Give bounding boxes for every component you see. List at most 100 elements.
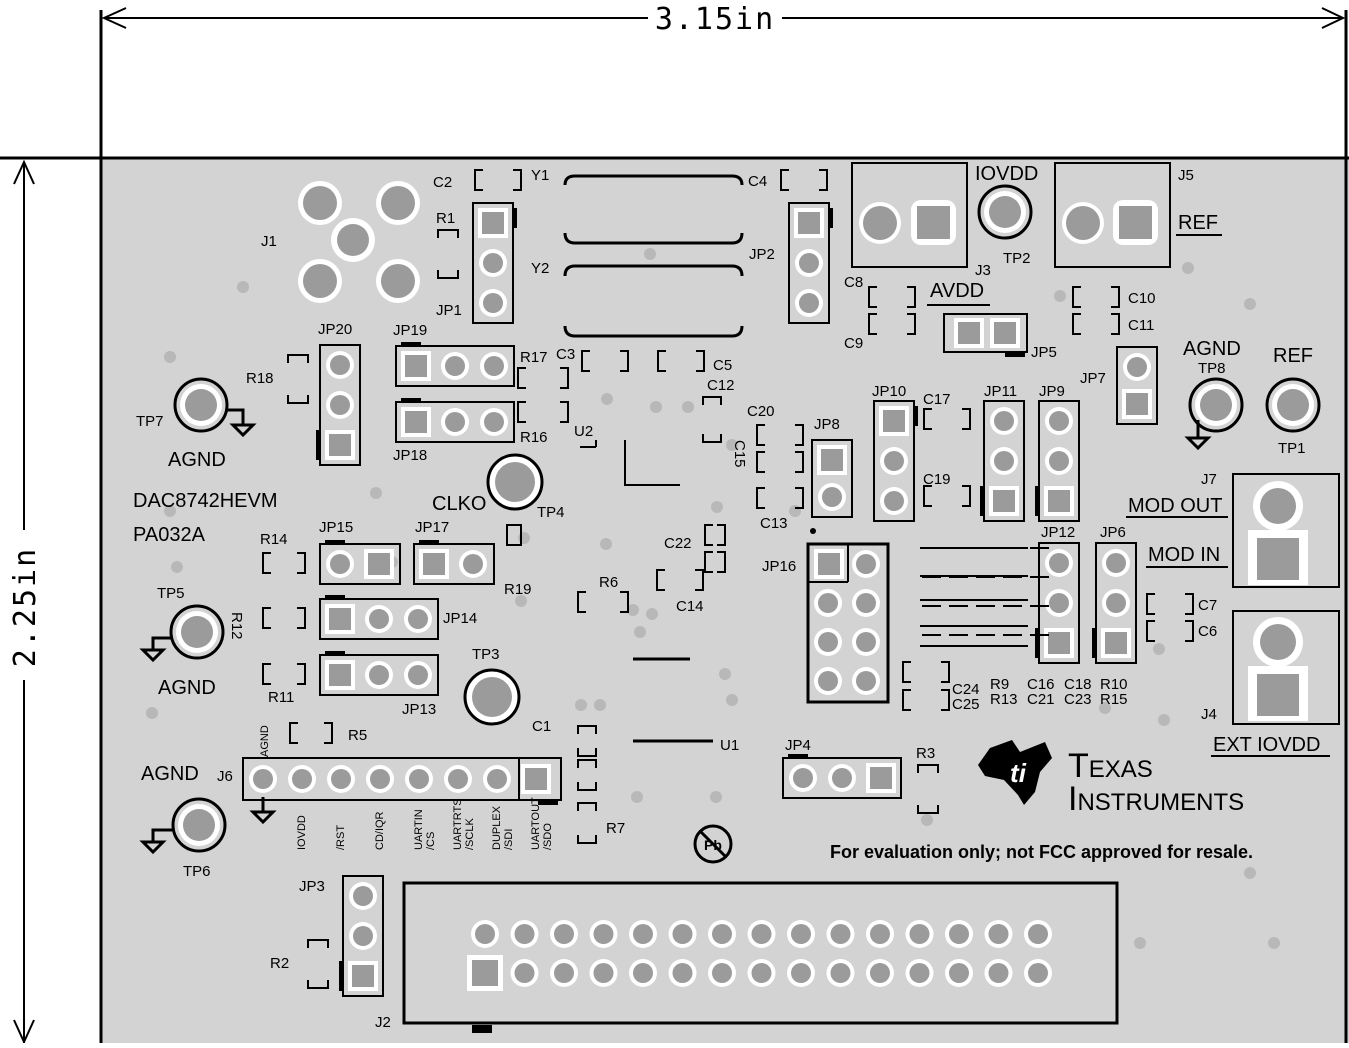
ref-j5-net-label: REF [1178,212,1218,234]
r11-label: R11 [268,689,294,706]
height-dimension-label: 2.25in [8,547,43,667]
pcb-board [101,158,1349,1043]
jp4-jumper: JP4 [782,737,902,799]
c7-ref: C7 [1198,597,1217,614]
jp13-label: JP13 [402,701,436,718]
tp4-label: TP4 [537,504,565,521]
jp10-jumper: JP10 [872,383,918,522]
svg-text:ti: ti [1010,758,1027,788]
r15-label: R15 [1100,691,1128,708]
logo-instruments: Instruments [1068,780,1244,818]
j7-label: J7 [1201,471,1217,488]
r14-label: R14 [260,531,288,548]
c16-label: C16 [1027,676,1055,693]
c4-ref: C4 [748,173,767,190]
j5-label: J5 [1178,167,1194,184]
j6-pin-label: AGND [259,725,271,757]
jp5-jumper [943,313,1028,357]
j6-pin-label: /SDI [503,829,515,850]
avdd-net-label: AVDD [930,280,984,302]
c17-ref: C17 [923,391,951,408]
c2-ref: C2 [433,174,452,191]
smd-footprints [262,169,1194,989]
c24-ref: C24 [952,681,980,698]
clko-net-label: CLKO [432,493,486,515]
jp2-jumper: JP2 [749,202,833,324]
c19-label: C19 [923,471,951,488]
j6-pin-label: UARTRTS [452,798,464,850]
jp6-jumper: JP6 [1092,524,1137,664]
c23-ref: C23 [1064,691,1092,708]
jp9-label: JP9 [1039,383,1065,400]
tp1-label: TP1 [1278,440,1306,457]
jp2-label: JP2 [749,246,775,263]
c2-label: C2 [433,174,452,191]
y2-label: Y2 [531,260,549,277]
jp7-jumper: JP7 [1080,346,1158,425]
r1-ref: R1 [436,210,455,227]
tp8-test-point [1188,377,1244,433]
c22-ref: C22 [664,535,692,552]
r3-label: R3 [916,745,935,762]
tp6-test-point [139,797,227,855]
agnd-tp7-net-label: AGND [168,449,226,471]
jp20-jumper: JP20 [316,321,361,466]
board-revision: PA032A [133,524,206,546]
crystal-y2 [563,264,744,338]
ground-symbol-tp8 [1184,420,1212,451]
r7-label: R7 [606,820,625,837]
jp12-label: JP12 [1041,524,1075,541]
j6-pin-label: /SCLK [464,818,476,850]
r16-label: R16 [520,429,548,446]
j6-pin-label: UARTOUT [530,797,542,850]
jp9-jumper: JP9 [1035,383,1080,522]
jp13-jumper: JP13 [319,651,439,718]
r19-label: R19 [504,581,532,598]
c18-ref: C18 [1064,676,1092,693]
r2-ref: R2 [270,955,289,972]
r11-ref: R11 [268,689,294,706]
c12-label: C12 [707,377,735,394]
agnd-tp6-net-label: AGND [141,763,199,785]
r19-ref: R19 [504,581,532,598]
c6-label: C6 [1198,623,1217,640]
tp2-test-point [977,184,1033,240]
logo-texas: Texas [1068,747,1153,785]
jp19-label: JP19 [393,322,427,339]
jp15-label: JP15 [319,519,353,536]
tp8-label: TP8 [1198,360,1226,377]
pb-free-mark: Pb [693,824,733,864]
j3-label: J3 [975,262,991,279]
j5-terminal-block [1054,162,1171,268]
r15-ref: R15 [1100,691,1128,708]
j3-terminal-block [851,162,968,268]
tp4-test-point [486,453,544,511]
r12-ref: R12 [228,612,245,640]
u1-label: U1 [720,737,739,754]
c7-label: C7 [1198,597,1217,614]
ref-tp1-net-label: REF [1273,345,1313,367]
r14-ref: R14 [260,531,288,548]
iovdd-net-label: IOVDD [975,163,1038,185]
j2-pins [467,920,1052,991]
width-dimension: 3.15in [99,2,1348,158]
jp20-label: JP20 [318,321,352,338]
c16-ref: C16 [1027,676,1055,693]
c11-label: C11 [1128,317,1154,334]
jp19-jumper: JP19 [393,322,515,387]
crystal-y1 [563,174,744,245]
c10-label: C10 [1128,290,1156,307]
jp11-jumper: JP11 [980,383,1025,522]
jp1-label: JP1 [436,302,462,319]
mod-out-net-label: MOD OUT [1128,495,1222,517]
r7-ref: R7 [606,820,625,837]
jp5-label: JP5 [1031,344,1057,361]
c25-ref: C25 [952,696,980,713]
r16-ref: R16 [520,429,548,446]
c12-ref: C12 [707,377,735,394]
c5-label: C5 [713,357,732,374]
jp3-jumper: JP3 [299,875,384,997]
r12-label: R12 [228,612,245,640]
c3-label: C3 [556,346,575,363]
